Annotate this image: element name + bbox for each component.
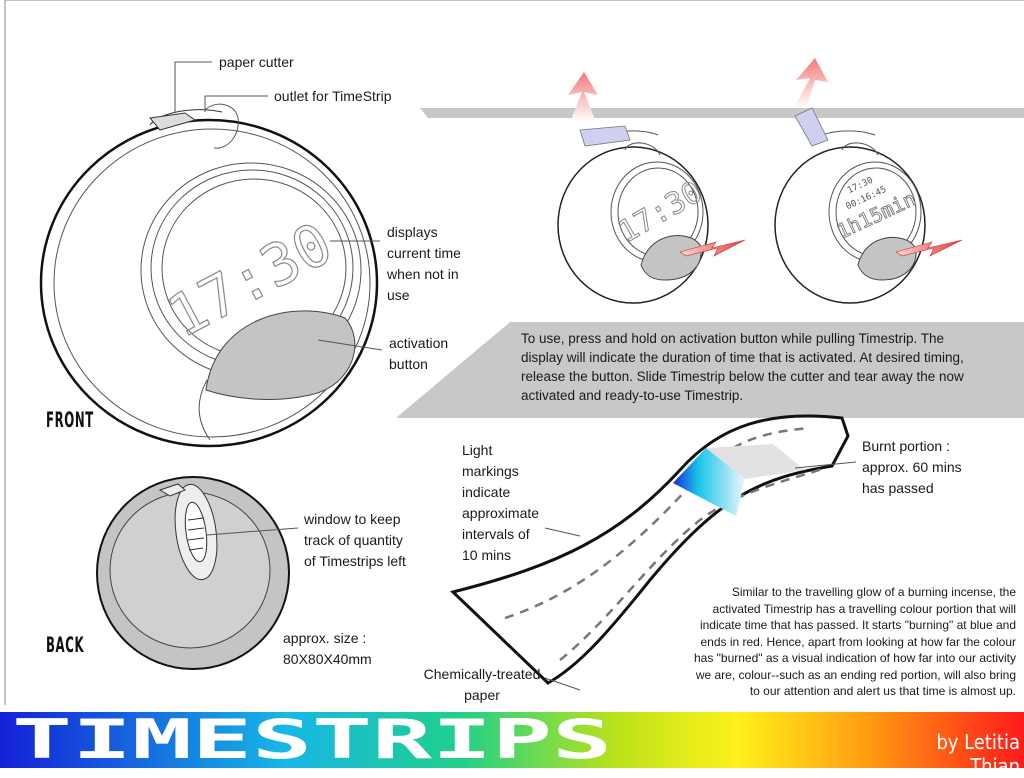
window-callout-line: of Timestrips left [304,553,406,569]
top-gray-band [420,108,1024,118]
description-line: indicate time that has passed. It starts… [699,618,1016,632]
instructions-line: activated and ready-to-use Timestrip. [521,388,744,403]
paper-callout-line: paper [464,687,500,703]
display-callout-line: current time [387,245,461,261]
size-callout-line: 80X80X40mm [283,651,372,667]
usage-view-2-drawing [774,130,926,304]
display-callout-line: displays [387,224,438,240]
instructions-text: To use, press and hold on activation but… [521,329,1016,405]
window-callout-line: track of quantity [304,532,403,548]
footer-title: TIMESTRIPS [12,708,612,768]
usage1-strip [579,125,631,147]
colour-portion [673,448,745,516]
burnt-callout-line: Burnt portion : [862,438,950,454]
back-callout-line [206,527,299,536]
description-line: to our attention and alert us that time … [749,684,1016,698]
instructions-line: release the button. Slide Timestrip belo… [521,369,964,384]
paper-callout: Chemically-treated paper [420,664,544,706]
back-section-label: BACK [46,633,85,657]
description-line: Similar to the travelling glow of a burn… [731,585,1016,599]
size-callout: approx. size : 80X80X40mm [283,628,372,670]
burnt-callout-line: has passed [862,480,934,496]
light-markings-line: markings [462,463,519,479]
strip-description: Similar to the travelling glow of a burn… [600,584,1016,700]
paper-callout-line: Chemically-treated [423,666,541,682]
light-markings-line: 10 mins [462,547,512,563]
display-callout: displays current time when not in use [387,222,461,306]
footer-author: by Letitia Thian [936,730,1020,778]
outlet-label: outlet for TimeStrip [274,88,392,104]
instructions-line: To use, press and hold on activation but… [521,331,944,346]
window-callout: window to keep track of quantity of Time… [304,509,406,572]
usage-view-1-drawing [557,130,709,304]
window-callout-line: window to keep [304,511,401,527]
light-markings-line: Light [462,442,493,458]
display-callout-line: when not in [387,266,459,282]
paper-cutter-label: paper cutter [219,54,294,70]
light-markings-callout: Light markings indicate approximate inte… [462,440,539,566]
description-line: ends in red. Hence, apart from looking a… [700,634,1016,649]
footer-banner [0,712,1024,768]
description-line: we are, colour--such as an ending red po… [695,667,1016,682]
burnt-portion [706,444,805,479]
usage2-up-arrow [795,58,828,108]
light-markings-line: intervals of [462,526,530,542]
light-markings-line: approximate [462,505,540,521]
front-callout-lines [174,61,383,351]
usage1-press-arrow [679,239,746,257]
front-device-drawing [39,103,379,448]
instruction-band [396,322,1024,418]
description-line: activated Timestrip has a travelling col… [712,601,1016,616]
burnt-callout-line: approx. 60 mins [862,459,962,475]
front-section-label: FRONT [46,408,94,432]
description-line: has "burned" as a visual indication of h… [693,651,1016,665]
light-markings-line: indicate [462,484,511,500]
usage2-strip [794,107,829,147]
activation-callout: activation button [389,333,448,375]
usage1-up-arrow [568,72,598,122]
burnt-callout: Burnt portion : approx. 60 mins has pass… [862,436,962,499]
instructions-line: display will indicate the duration of ti… [521,350,964,365]
size-callout-line: approx. size : [283,630,367,646]
activation-callout-line: button [389,356,428,372]
usage2-press-arrow [895,239,963,257]
strip-markings-bottom [559,466,826,661]
strip-callout-lines [544,461,857,691]
activation-callout-line: activation [389,335,449,351]
display-callout-line: use [387,287,410,303]
back-device-drawing [96,476,290,670]
timestrip-paper [450,414,850,685]
